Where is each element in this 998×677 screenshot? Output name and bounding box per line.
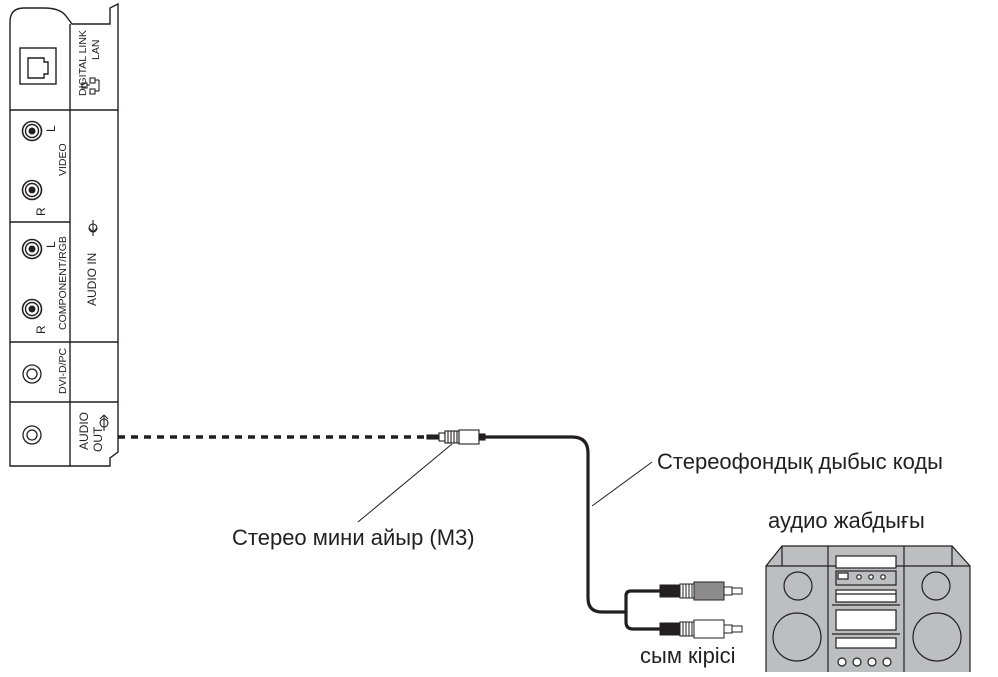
component-r-marker: R (34, 325, 48, 334)
video-label: VIDEO (57, 143, 69, 176)
mini-plug-label: Стерео мини айыр (M3) (232, 525, 475, 550)
stereo-cable (485, 435, 662, 631)
rca-plug-right (659, 619, 743, 639)
video-l-jack (21, 120, 43, 142)
dvi-pc-label: DVI-D/PC (57, 347, 69, 394)
audio-out-label-out: OUT (91, 426, 105, 452)
dvi-pc-audio-jack (22, 364, 42, 384)
component-rgb-label: COMPONENT/RGB (57, 236, 69, 330)
component-r-jack (21, 298, 43, 320)
line-in-label: сым кірісі (640, 643, 736, 668)
audio-out-jack (22, 425, 42, 445)
audio-in-label: AUDIO IN (85, 252, 99, 306)
lan-label: LAN (90, 39, 102, 60)
video-l-marker: L (44, 125, 58, 132)
rca-plug-left (659, 581, 743, 601)
rear-terminal-panel (9, 2, 119, 467)
audio-equipment-label: аудио жабдығы (768, 508, 925, 533)
video-r-jack (21, 179, 43, 201)
stereo-mini-plug (426, 429, 486, 445)
video-r-marker: R (34, 207, 48, 216)
audio-out-arrow-icon (99, 414, 109, 431)
audio-in-arrow-icon (88, 220, 98, 236)
component-l-marker: L (44, 241, 58, 248)
stereo-cable-label: Стереофондық дыбыс коды (657, 449, 943, 474)
audio-equipment-icon (765, 545, 971, 672)
digital-link-label: DIGITAL LINK (77, 30, 89, 96)
leader-line-plug (357, 443, 453, 523)
leader-line-cable (591, 461, 653, 507)
component-l-jack (21, 238, 43, 260)
network-icon (81, 77, 100, 95)
lan-port (19, 47, 57, 85)
audio-out-label-audio: AUDIO (77, 411, 91, 450)
